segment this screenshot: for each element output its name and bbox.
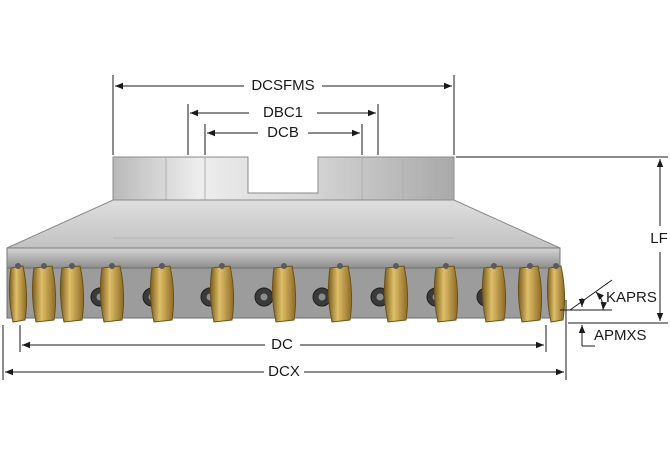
- label-dbc1: DBC1: [263, 104, 303, 121]
- label-dcx: DCX: [268, 363, 300, 380]
- milling-insert-icon: [8, 265, 28, 323]
- dim-dcx: DCX: [2, 300, 567, 380]
- milling-insert-icon: [31, 265, 57, 323]
- clamp-pin-icon: [337, 263, 343, 269]
- dim-dcsfms: DCSFMS: [112, 75, 455, 155]
- screw-socket-icon: [260, 293, 268, 301]
- dim-lf: LF: [456, 156, 668, 324]
- milling-insert-icon: [481, 265, 507, 323]
- screw-socket-icon: [376, 293, 384, 301]
- milling-insert-icon: [59, 265, 85, 323]
- label-lf: LF: [650, 230, 668, 247]
- milling-insert-icon: [433, 265, 459, 323]
- milling-insert-icon: [546, 265, 566, 323]
- flange: [6, 199, 561, 249]
- screw-socket-icon: [318, 293, 326, 301]
- label-kaprs: KAPRS: [606, 289, 657, 306]
- dim-kaprs: KAPRS: [560, 279, 657, 311]
- clamp-pin-icon: [15, 263, 21, 269]
- clamp-pin-icon: [159, 263, 165, 269]
- dim-apmxs: APMXS: [578, 298, 647, 347]
- label-dcsfms: DCSFMS: [251, 77, 314, 94]
- label-dcb: DCB: [267, 124, 299, 141]
- milling-insert-icon: [327, 265, 353, 323]
- label-apmxs: APMXS: [594, 327, 647, 344]
- dim-dcb: DCB: [204, 124, 363, 155]
- clamp-pin-icon: [41, 263, 47, 269]
- clamp-pin-icon: [553, 263, 559, 269]
- clamp-pin-icon: [527, 263, 533, 269]
- milling-insert-icon: [383, 265, 409, 323]
- milling-insert-icon: [209, 265, 235, 323]
- clamp-pin-icon: [69, 263, 75, 269]
- clamp-pin-icon: [443, 263, 449, 269]
- dim-dc: DC: [19, 325, 547, 353]
- clamp-pin-icon: [109, 263, 115, 269]
- clamp-pin-icon: [281, 263, 287, 269]
- clamp-pin-icon: [219, 263, 225, 269]
- insert-row: [8, 263, 566, 323]
- milling-insert-icon: [517, 265, 543, 323]
- label-dc: DC: [271, 336, 293, 353]
- milling-insert-icon: [99, 265, 125, 323]
- milling-insert-icon: [271, 265, 297, 323]
- dim-dbc1: DBC1: [187, 104, 379, 155]
- clamp-pin-icon: [393, 263, 399, 269]
- clamp-pin-icon: [491, 263, 497, 269]
- milling-insert-icon: [149, 265, 175, 323]
